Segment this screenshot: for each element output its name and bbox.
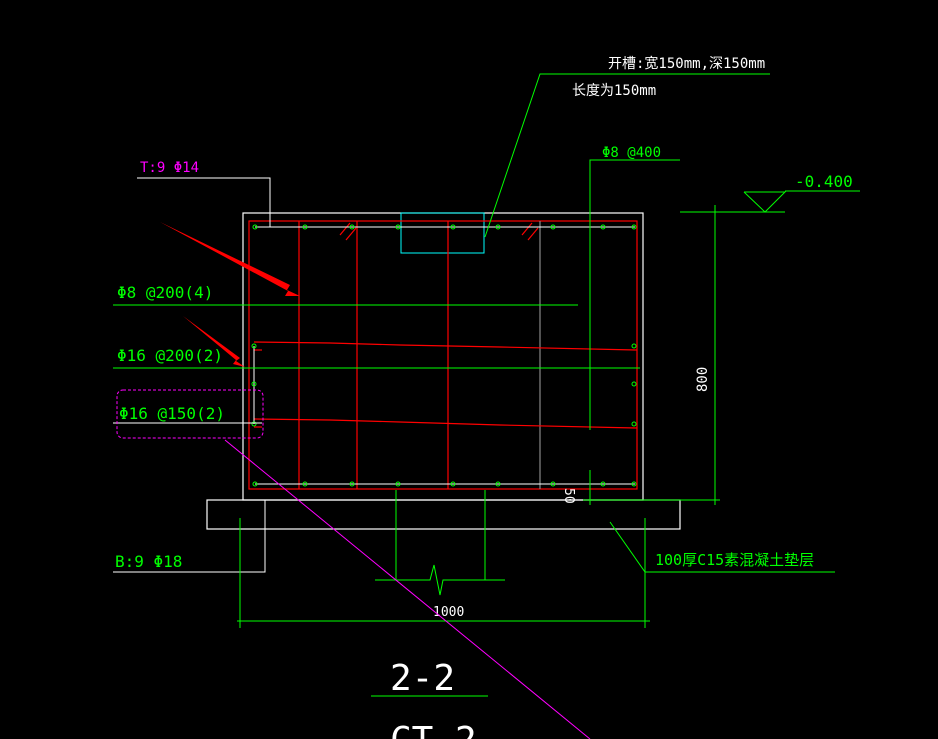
side-bars (253, 341, 638, 429)
notch-note-line2: 长度为150mm (572, 83, 656, 99)
revision-cloud (116, 389, 264, 439)
notch-note-line1: 开槽:宽150mm,深150mm (608, 55, 765, 72)
rebar-cage (248, 220, 638, 490)
top-rebar-leader (137, 177, 271, 227)
bottom-rebar-leader (113, 500, 266, 573)
width-dimension (237, 518, 650, 628)
bottom-rebar-label: B:9 Φ18 (115, 552, 182, 571)
break-line (375, 490, 505, 596)
vertical-stirrups (298, 221, 541, 489)
section-title: 2-2 (390, 658, 455, 699)
side-rebar-3-label: Φ16 @150(2) (119, 404, 225, 423)
cushion-note: 100厚C15素混凝土垫层 (655, 551, 814, 569)
section-name: CT-2 (390, 720, 477, 739)
red-arrows (160, 222, 300, 367)
elevation-label: -0.400 (795, 172, 853, 191)
height-dim-label: 800 (695, 367, 711, 392)
pile-cap-outline (242, 212, 644, 501)
cover-dim-label: 50 (561, 488, 576, 504)
side-rebar-1-label: Φ8 @200(4) (117, 283, 213, 302)
stirrup-label: Φ8 @400 (602, 145, 661, 161)
section-cut-line (224, 439, 591, 739)
side-rebar-2-label: Φ16 @200(2) (117, 346, 223, 365)
notch-leader (484, 73, 770, 238)
notch-outline (400, 212, 485, 254)
height-dimension (583, 205, 720, 505)
elevation-mark (680, 190, 860, 213)
cushion-leader (609, 521, 835, 573)
cushion-layer-outline (206, 499, 681, 530)
stirrup-leader (589, 159, 680, 430)
width-dim-label: 1000 (433, 605, 464, 620)
rebar-dots (251, 224, 637, 487)
top-rebar-label: T:9 Φ14 (140, 160, 199, 176)
